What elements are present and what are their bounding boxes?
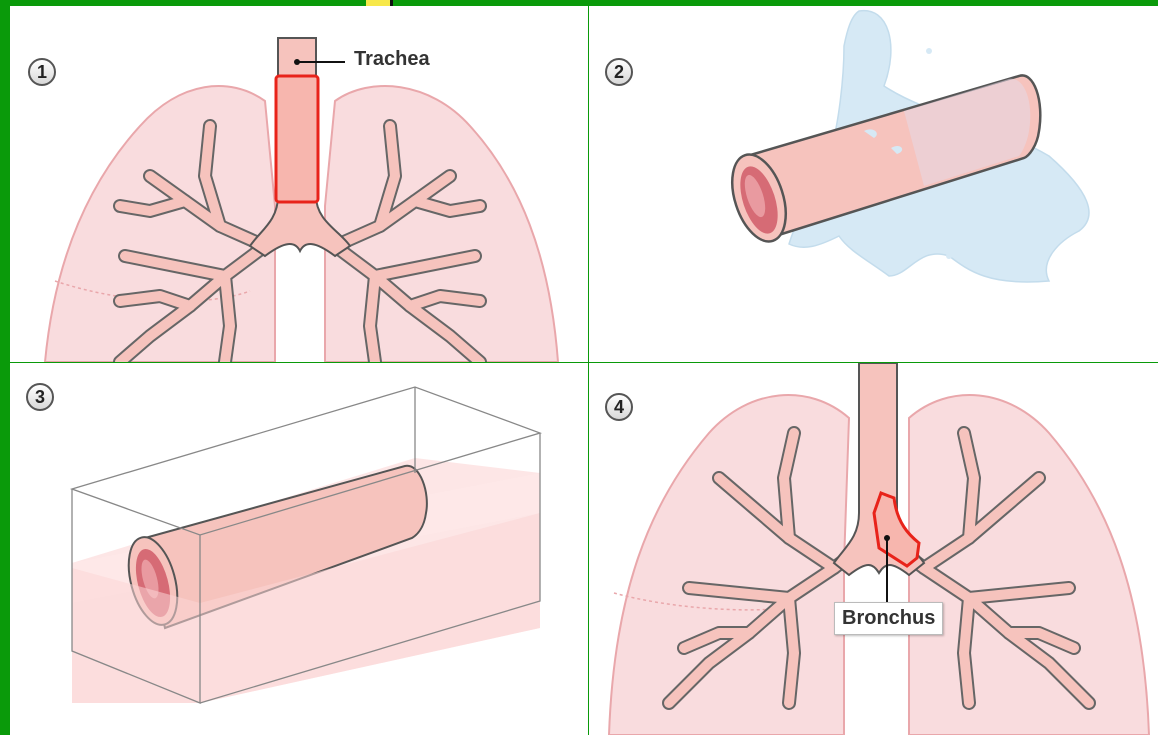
trachea-label: Trachea xyxy=(354,48,430,71)
step-number-badge: 2 xyxy=(605,58,633,86)
step-number-badge: 3 xyxy=(26,383,54,411)
tube-splash-drawing xyxy=(589,6,1158,362)
right-lung xyxy=(909,395,1149,735)
tube-tank-drawing xyxy=(10,363,588,735)
step-number-badge: 4 xyxy=(605,393,633,421)
bronchus-label: Bronchus xyxy=(842,607,935,629)
trachea-highlight xyxy=(276,76,318,202)
bronchus-callout: Bronchus xyxy=(834,602,943,635)
panel-2-tube-splash: 2 xyxy=(589,6,1158,362)
left-lung xyxy=(609,395,849,735)
lungs-bronchus-drawing xyxy=(589,363,1158,735)
panel-1-lungs-trachea: 1 Trachea xyxy=(10,6,588,362)
panel-4-lungs-bronchus: 4 Bronchus xyxy=(589,363,1158,735)
lungs-trachea-drawing xyxy=(10,6,588,362)
panel-3-tube-in-tank: 3 xyxy=(10,363,588,735)
step-number-badge: 1 xyxy=(28,58,56,86)
right-lung xyxy=(325,86,558,362)
left-frame-stripe xyxy=(0,0,10,735)
